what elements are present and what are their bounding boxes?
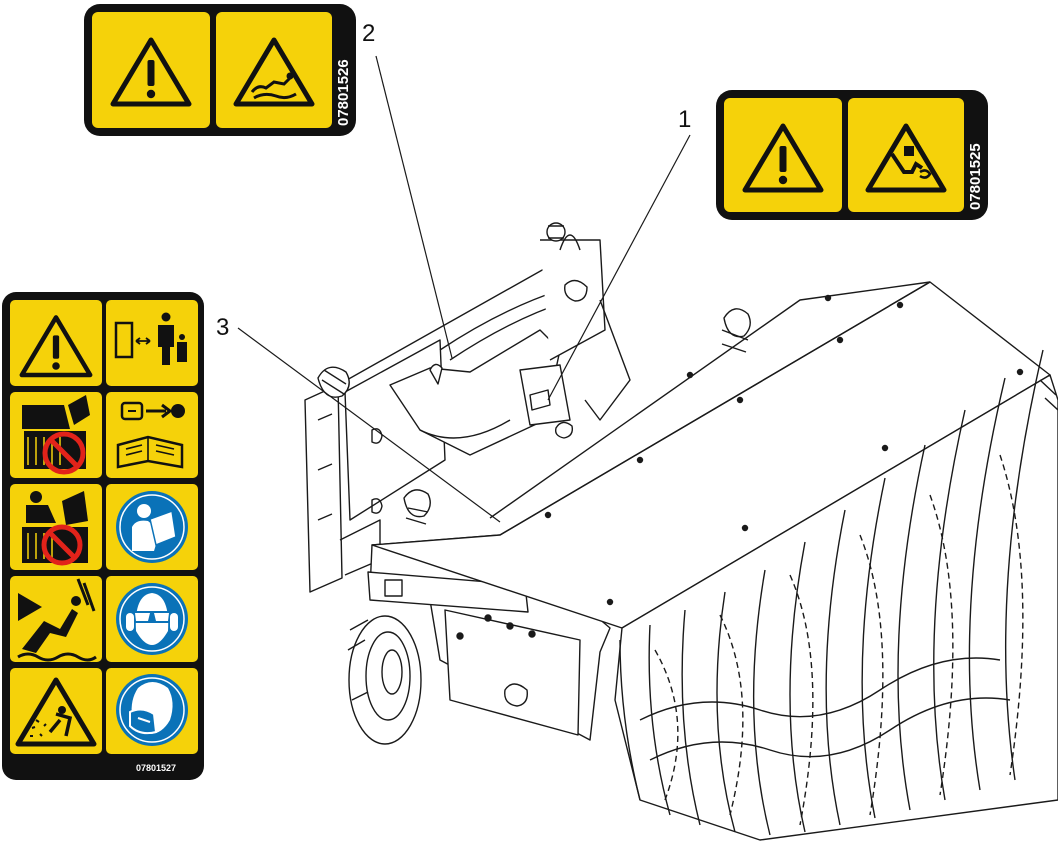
eye-ear-protection-icon (116, 583, 188, 655)
crushing-hand-hazard-icon (865, 123, 947, 193)
decal-code-07801526: 07801526 (335, 59, 352, 126)
sweeper-attachment-drawing (304, 222, 1058, 841)
decal-code-07801525: 07801525 (967, 143, 984, 210)
hydraulic-fittings (317, 308, 751, 525)
safe-distance-icon (114, 312, 187, 365)
leader-line-3 (237, 327, 501, 523)
thrown-object-slip-icon (17, 578, 97, 662)
decal-07801525: 07801525 (716, 90, 988, 220)
decal-code-07801527: 07801527 (136, 763, 176, 773)
callout-number-2: 2 (362, 20, 376, 47)
brush-roll (614, 349, 1058, 841)
no-body-in-rotor-icon (22, 491, 88, 566)
callout-number-1: 1 (678, 106, 692, 133)
brush-cover (371, 281, 1051, 629)
leader-line-1 (547, 134, 691, 401)
remove-key-read-manual-icon (116, 401, 185, 469)
decal-07801526: 07801526 (84, 4, 356, 136)
decal-07801527: 07801527 (2, 292, 204, 780)
no-hand-in-rotor-icon (22, 395, 90, 475)
leader-lines (237, 55, 691, 523)
respirator-icon (116, 674, 188, 746)
flying-debris-hazard-icon (15, 677, 97, 747)
read-manual-icon (116, 491, 188, 563)
leader-line-2 (375, 55, 453, 359)
mounting-frame (304, 222, 631, 593)
caster-wheel (347, 615, 422, 745)
entanglement-hazard-icon (233, 37, 315, 107)
callout-number-3: 3 (216, 314, 230, 341)
